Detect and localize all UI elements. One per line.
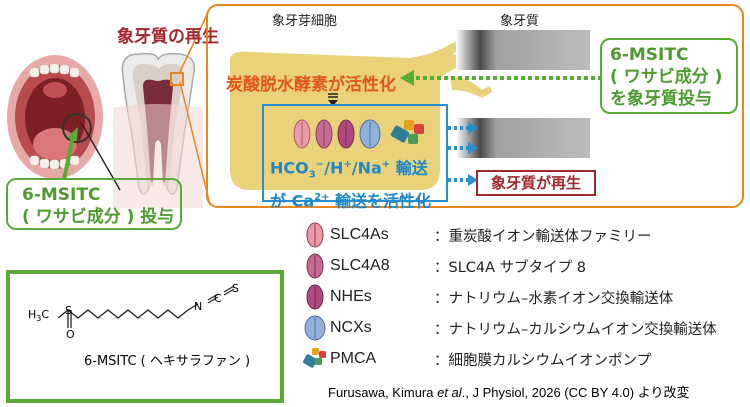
msitc-dentin-arrow <box>400 70 600 86</box>
dentin-block-top <box>456 30 590 70</box>
transport-arrow-1 <box>448 122 478 134</box>
tooth-cross-section <box>113 52 203 208</box>
zoom-panel <box>206 4 744 208</box>
legend-item: SLC4A8 ：SLC4A サブタイプ 8 <box>300 251 586 281</box>
dentin-regen-box: 象牙質が再生 <box>476 170 596 196</box>
legend-item: NCXs ：ナトリウム–カルシウムイオン交換輸送体 <box>300 313 717 343</box>
dentin-admin-line1: 6-MSITC <box>610 45 689 65</box>
mouth-zoom-circle <box>62 113 92 143</box>
legend-item: SLC4As ：重炭酸イオン輸送体ファミリー <box>300 220 652 250</box>
odontoblast-cell <box>230 36 492 190</box>
nhes-transporter-icon <box>337 119 355 149</box>
legend-desc: ：ナトリウム–水素イオン交換輸送体 <box>434 290 674 307</box>
dentin-admin-box: 6-MSITC ( ワサビ成分 ) を象牙質投与 <box>600 38 738 114</box>
slc4a8-transporter-icon <box>315 119 333 149</box>
atom-s2: S <box>232 282 239 295</box>
pmca-icon <box>300 346 330 372</box>
transport-arrow-3 <box>448 174 478 186</box>
legend-desc: ：細胞膜カルシウムイオンポンプ <box>434 352 652 369</box>
atom-c2: C <box>214 292 222 305</box>
slc4as-transporter-icon <box>293 119 311 149</box>
legend-name: NCXs <box>330 319 372 336</box>
transport-text: HCO3−/H+/Na+ 輸送 が Ca2+ 輸送を活性化 <box>270 154 431 212</box>
citation: Furusawa, Kimura et al., J Physiol, 2026… <box>328 385 690 400</box>
nhes-icon <box>300 284 330 310</box>
transport-arrows <box>448 122 478 186</box>
transport-box <box>262 104 448 202</box>
structure-caption: 6-MSITC ( ヘキサラファン ) <box>84 354 251 369</box>
ncxs-icon <box>300 315 330 341</box>
atom-s1: S <box>65 304 72 317</box>
legend-name: SLC4As <box>330 226 389 243</box>
tooth-admin-box: 6-MSITC ( ワサビ成分 ) 投与 <box>6 178 182 230</box>
slc4a8-icon <box>300 253 330 279</box>
tooth-admin-line1: 6-MSITC <box>22 185 101 205</box>
tooth-admin-line2: ( ワサビ成分 ) 投与 <box>22 207 175 227</box>
structure-box <box>6 270 284 403</box>
pmca-pump-icon <box>390 120 424 144</box>
activation-down-arrow <box>328 93 338 106</box>
dentin-admin-line2: ( ワサビ成分 ) <box>610 67 723 87</box>
legend-name: SLC4A8 <box>330 257 390 274</box>
slc4as-icon <box>300 222 330 248</box>
tooth-zoom-box <box>170 72 184 86</box>
transport-line-1: HCO3−/H+/Na+ 輸送 <box>270 158 428 181</box>
dentin-admin-line3: を象牙質投与 <box>610 89 712 109</box>
dentin-block-bottom <box>456 118 590 158</box>
legend-desc: ：重炭酸イオン輸送体ファミリー <box>434 228 652 245</box>
admin-arrow <box>62 127 78 180</box>
dentin-regen-label: 象牙質が再生 <box>490 174 581 192</box>
transport-line-2: が Ca2+ 輸送を活性化 <box>270 190 432 210</box>
atom-h3c: H3C <box>28 308 50 324</box>
atom-n: N <box>194 300 203 313</box>
legend-name: NHEs <box>330 288 372 305</box>
legend-desc: ：ナトリウム–カルシウムイオン交換輸送体 <box>434 321 717 338</box>
msitc-structure <box>57 285 235 328</box>
dentin-column-header: 象牙質 <box>500 14 540 29</box>
ncxs-transporter-icon <box>359 119 381 149</box>
open-mouth-illustration <box>7 55 103 179</box>
atom-o: O <box>66 328 75 341</box>
odontoblast-column-header: 象牙芽細胞 <box>272 14 338 29</box>
legend-item: PMCA ：細胞膜カルシウムイオンポンプ <box>300 344 651 374</box>
legend-name: PMCA <box>330 350 377 367</box>
activation-label: 炭酸脱水酵素が活性化 <box>226 75 396 95</box>
regeneration-title: 象牙質の再生 <box>117 27 219 47</box>
transporter-row <box>293 119 424 149</box>
legend-desc: ：SLC4A サブタイプ 8 <box>434 259 586 276</box>
transport-arrow-2 <box>448 142 478 154</box>
legend-item: NHEs ：ナトリウム–水素イオン交換輸送体 <box>300 282 673 312</box>
